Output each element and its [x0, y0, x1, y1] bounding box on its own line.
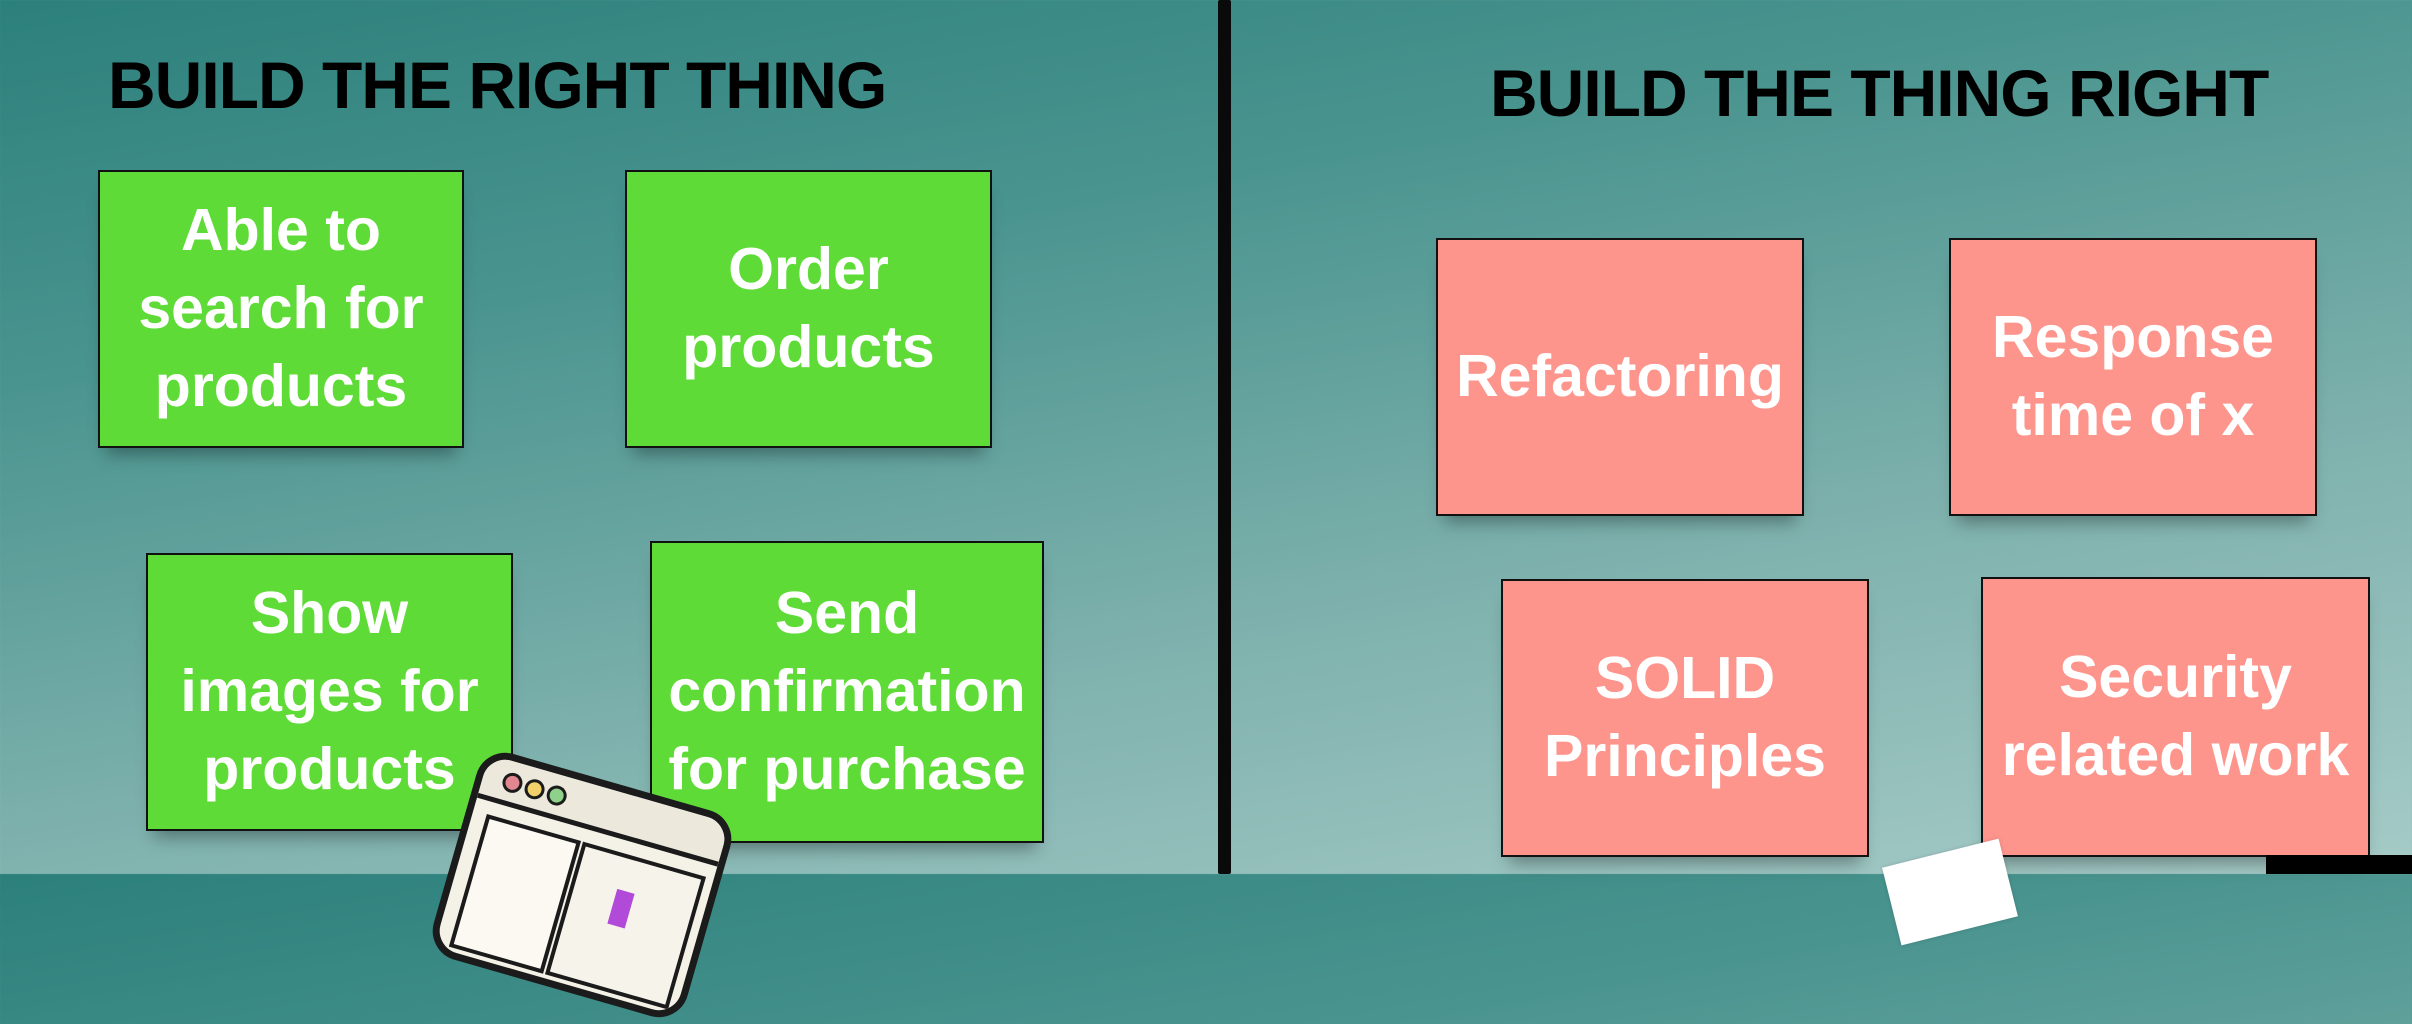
right-heading: BUILD THE THING RIGHT — [1490, 56, 2269, 130]
maximize-dot-icon — [544, 783, 570, 808]
paper-sheet — [1882, 838, 2018, 946]
sticky-note-refactoring[interactable]: Refactoring — [1436, 238, 1804, 516]
close-dot-icon — [500, 770, 525, 796]
sticky-note-search[interactable]: Able to search for products — [98, 170, 464, 448]
center-divider — [1218, 0, 1231, 874]
sticky-note-response-time[interactable]: Response time of x — [1949, 238, 2317, 516]
left-heading: BUILD THE RIGHT THING — [108, 48, 887, 122]
sticky-note-order[interactable]: Order products — [625, 170, 992, 448]
board: BUILD THE RIGHT THING BUILD THE THING RI… — [98, 0, 2412, 1024]
sticky-note-solid[interactable]: SOLID Principles — [1501, 579, 1869, 857]
sticky-note-security[interactable]: Security related work — [1981, 577, 2370, 857]
sticky-note-images[interactable]: Show images for products — [146, 553, 513, 831]
corner-block — [2266, 855, 2412, 874]
sticky-note-confirmation[interactable]: Send confirmation for purchase — [650, 541, 1044, 843]
minimize-dot-icon — [522, 776, 547, 802]
